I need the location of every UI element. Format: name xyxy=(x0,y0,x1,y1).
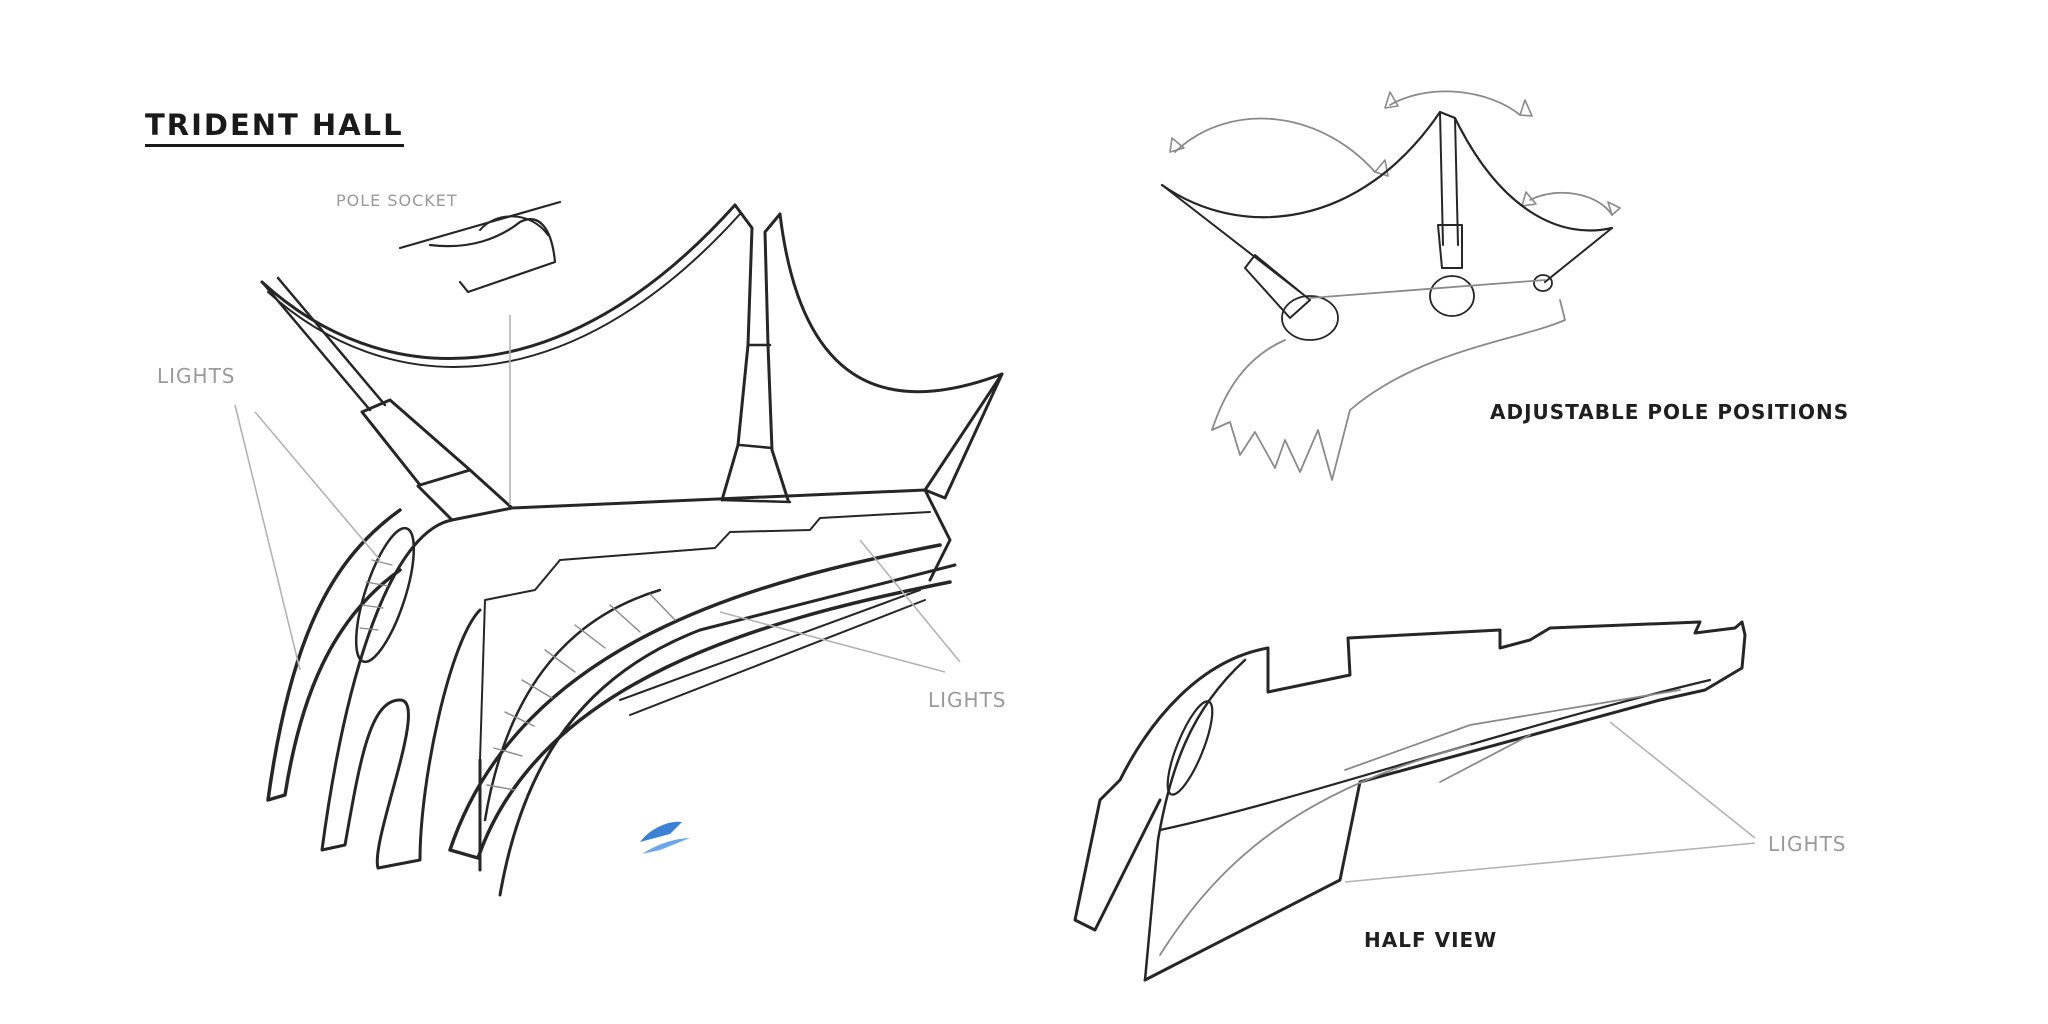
brush-mark xyxy=(640,822,690,854)
socket-outline xyxy=(400,202,560,292)
arrow-arc-left xyxy=(1175,119,1375,172)
deck-panel-line xyxy=(560,512,930,560)
small-left-sleeve xyxy=(1245,255,1310,318)
right-pole xyxy=(925,374,1002,498)
half-view-sketch xyxy=(1075,622,1745,980)
small-center-joint xyxy=(1430,276,1474,316)
arrow-heads-right xyxy=(1522,192,1620,215)
leader-lights-right-2 xyxy=(1345,843,1755,882)
main-structure-sketch xyxy=(262,205,1002,895)
sheet-title: TRIDENT HALL xyxy=(145,108,404,147)
center-pole-left xyxy=(722,205,752,500)
canopy-right-edge xyxy=(780,214,1002,392)
canopy-left-edge-inner xyxy=(268,214,740,367)
brush-stroke-2 xyxy=(642,838,690,854)
small-hull-outline xyxy=(1212,280,1565,480)
center-arch-ribs xyxy=(487,594,675,790)
left-arch-leg xyxy=(322,520,480,868)
center-arch-inner xyxy=(485,590,660,820)
half-arch-light xyxy=(1159,697,1221,799)
small-canopy xyxy=(1162,112,1612,231)
deck-top-edge xyxy=(512,490,950,580)
label-adjustable-pole-positions: ADJUSTABLE POLE POSITIONS xyxy=(1490,400,1849,424)
left-pole-sleeve xyxy=(362,400,470,485)
label-lights-right: LIGHTS xyxy=(1768,832,1847,856)
arrow-heads-top xyxy=(1385,92,1532,116)
label-half-view: HALF VIEW xyxy=(1364,928,1497,952)
center-pole-right xyxy=(765,214,788,500)
left-pole-shaft-2 xyxy=(278,278,385,405)
leader-lights-left-1 xyxy=(235,405,300,670)
arrow-heads-left xyxy=(1170,138,1388,176)
leader-lights-right-1 xyxy=(1610,722,1755,838)
label-lights-left: LIGHTS xyxy=(157,364,236,388)
small-poles xyxy=(1162,112,1612,292)
half-arch-outer xyxy=(1075,648,1268,930)
half-arch-inner xyxy=(1145,660,1245,980)
side-light-strip-2 xyxy=(630,600,925,715)
brush-stroke-1 xyxy=(640,822,682,842)
leader-lights-center-2 xyxy=(720,612,945,672)
arrow-arc-right xyxy=(1530,193,1612,215)
small-right-joint xyxy=(1534,275,1552,291)
label-lights-center: LIGHTS xyxy=(928,688,1007,712)
half-body-top xyxy=(1145,622,1745,980)
left-pole-base xyxy=(418,470,512,520)
leader-lights-center-1 xyxy=(860,540,960,662)
arrow-arc-top xyxy=(1390,91,1520,115)
pole-socket-sketch xyxy=(400,202,560,292)
leader-lights-left-2 xyxy=(255,412,380,560)
label-pole-socket: POLE SOCKET xyxy=(336,191,458,210)
half-light-strips xyxy=(1160,690,1680,955)
